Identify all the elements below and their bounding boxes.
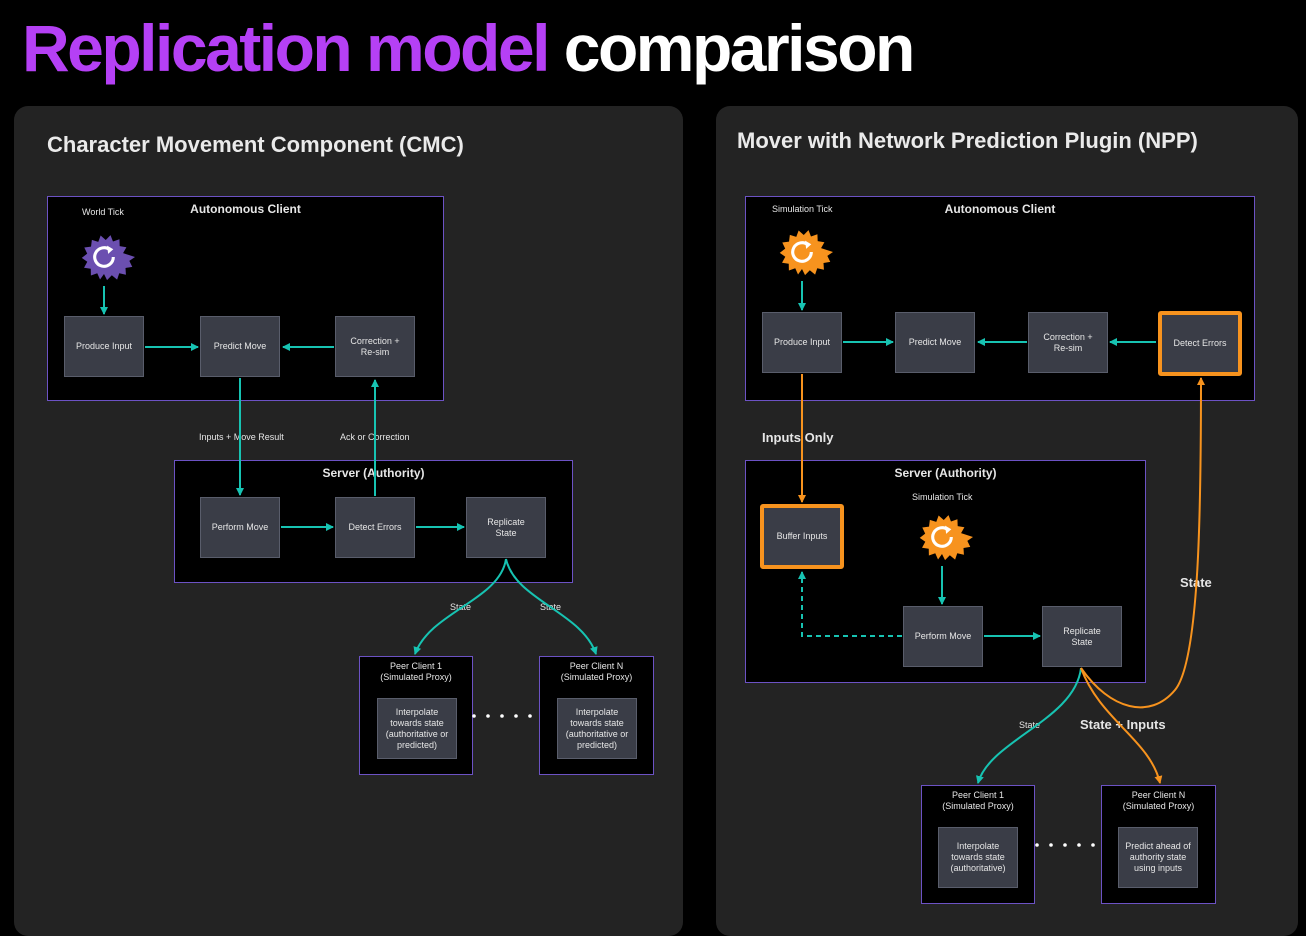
- cmc-edge-state-1-label: State: [450, 602, 472, 612]
- cmc-server-title: Server (Authority): [322, 466, 425, 480]
- npp-client-title: Autonomous Client: [944, 202, 1056, 216]
- cmc-correction-node: Correction + Re-sim: [335, 316, 415, 377]
- cmc-ellipsis-dot: [514, 714, 518, 718]
- cmc-predict-move-node: Predict Move: [200, 316, 280, 377]
- npp-edge-replicate-to-detect: [1080, 377, 1205, 709]
- cmc-detect-errors-node: Detect Errors: [335, 497, 415, 558]
- npp-perform-move-node: Perform Move: [903, 606, 983, 667]
- title-highlight: Replication model: [22, 11, 550, 85]
- cmc-peer-n-interpolate-node: Interpolate towards state (authoritative…: [557, 698, 637, 759]
- npp-server-gear-icon: [911, 506, 973, 568]
- npp-edge-replicate-to-peer-n: [1080, 667, 1163, 784]
- cmc-replicate-state-node: Replicate State: [466, 497, 546, 558]
- npp-correction-node: Correction + Re-sim: [1028, 312, 1108, 373]
- title-rest: comparison: [563, 11, 916, 85]
- npp-peer-1-interpolate-node: Interpolate towards state (authoritative…: [938, 827, 1018, 888]
- npp-edge-state-label: State: [1019, 720, 1041, 730]
- cmc-ellipsis-dot: [500, 714, 504, 718]
- npp-ellipsis-dot: [1091, 843, 1095, 847]
- npp-buffer-inputs-node: Buffer Inputs: [760, 504, 844, 569]
- npp-predict-move-node: Predict Move: [895, 312, 975, 373]
- npp-edge-perform-to-buffer: [798, 571, 902, 637]
- cmc-edge-replicate-to-peer-1: [413, 558, 507, 655]
- npp-edge-replicate-to-peer-1: [976, 667, 1082, 784]
- npp-server-title: Server (Authority): [894, 466, 997, 480]
- cmc-ellipsis-dot: [486, 714, 490, 718]
- cmc-client-title: Autonomous Client: [190, 202, 301, 216]
- npp-produce-input-node: Produce Input: [762, 312, 842, 373]
- npp-panel-title: Mover with Network Prediction Plugin (NP…: [737, 128, 1198, 153]
- npp-ellipsis-dot: [1063, 843, 1067, 847]
- npp-client-gear-icon: [771, 221, 833, 283]
- cmc-panel-title: Character Movement Component (CMC): [47, 132, 464, 157]
- cmc-peer-n-title: Peer Client N (Simulated Proxy): [560, 661, 633, 682]
- npp-detect-errors-node: Detect Errors: [1158, 311, 1242, 376]
- npp-ellipsis-dot: [1035, 843, 1039, 847]
- cmc-produce-input-node: Produce Input: [64, 316, 144, 377]
- npp-peer-n-title: Peer Client N (Simulated Proxy): [1122, 790, 1195, 811]
- npp-server-tick-label: Simulation Tick: [912, 492, 973, 502]
- npp-client-tick-label: Simulation Tick: [772, 204, 833, 214]
- cmc-tick-label: World Tick: [82, 207, 124, 217]
- page-title: Replication model comparison: [22, 8, 916, 88]
- cmc-edge-replicate-to-peer-n: [505, 558, 598, 655]
- cmc-world-tick-gear-icon: [73, 226, 135, 288]
- npp-ellipsis-dot: [1077, 843, 1081, 847]
- npp-replicate-state-node: Replicate State: [1042, 606, 1122, 667]
- cmc-peer-1-title: Peer Client 1 (Simulated Proxy): [380, 661, 452, 682]
- npp-ellipsis-dot: [1049, 843, 1053, 847]
- cmc-peer-1-interpolate-node: Interpolate towards state (authoritative…: [377, 698, 457, 759]
- npp-inputs-only-label: Inputs Only: [762, 430, 834, 445]
- npp-peer-n-predict-node: Predict ahead of authority state using i…: [1118, 827, 1198, 888]
- cmc-ellipsis-dot: [472, 714, 476, 718]
- cmc-perform-move-node: Perform Move: [200, 497, 280, 558]
- cmc-edge-inputs-label: Inputs + Move Result: [199, 432, 284, 442]
- cmc-ellipsis-dot: [528, 714, 532, 718]
- npp-peer-1-title: Peer Client 1 (Simulated Proxy): [942, 790, 1014, 811]
- npp-edge-state-inputs-label: State + Inputs: [1080, 717, 1166, 732]
